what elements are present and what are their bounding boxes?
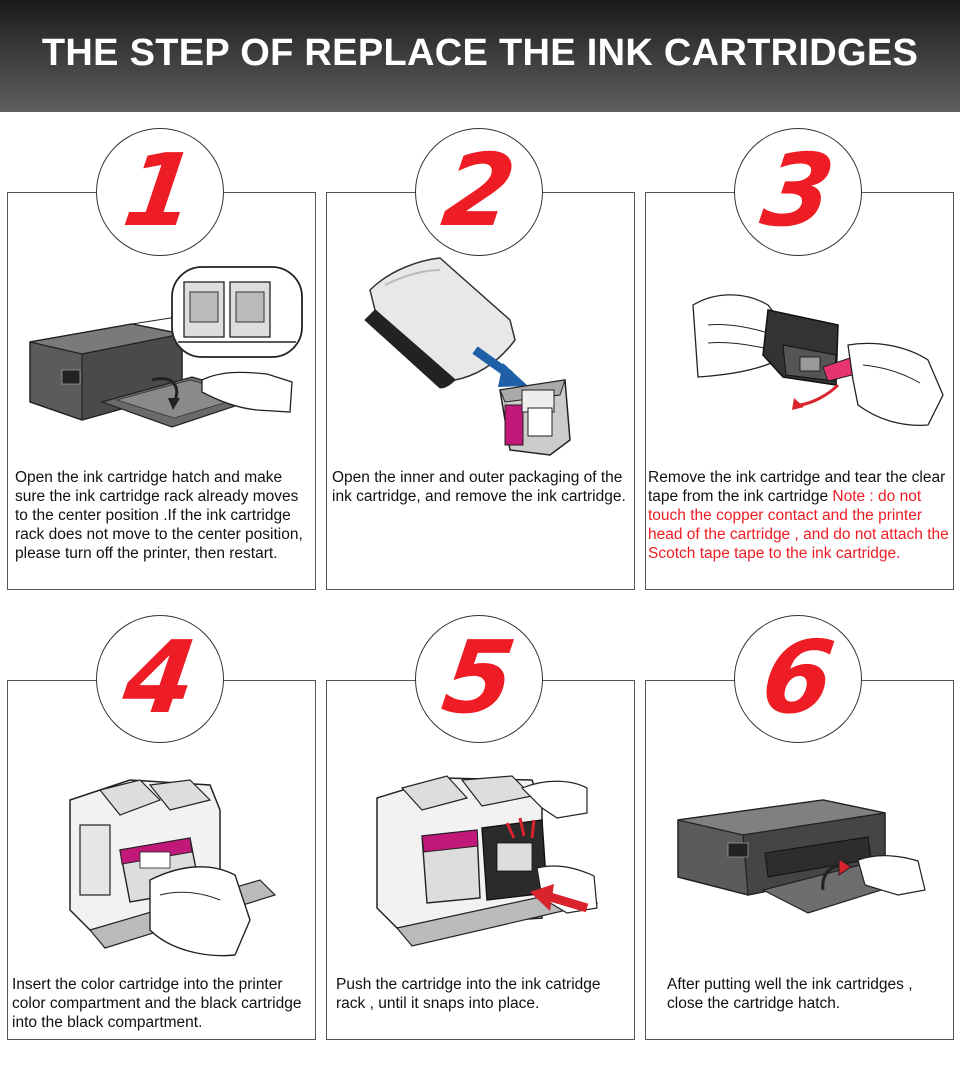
step-number-4: 4 xyxy=(117,619,204,736)
remove-tape-illustration xyxy=(692,294,944,426)
step-caption-1: Open the ink cartridge hatch and make su… xyxy=(15,469,303,562)
step-number-3: 3 xyxy=(755,132,842,249)
step-number-badge-2: 2 xyxy=(415,128,543,256)
step-number-badge-3: 3 xyxy=(734,128,862,256)
title-banner: THE STEP OF REPLACE THE INK CARTRIDGES xyxy=(0,0,960,112)
step-caption-3-note: Note : do not touch the copper contact a… xyxy=(648,488,949,562)
insert-cartridge-illustration xyxy=(69,779,277,957)
step-caption-5: Push the cartridge into the ink catridge… xyxy=(336,976,601,1012)
step-card-3 xyxy=(645,192,954,590)
step-caption-3: Remove the ink cartridge and tear the cl… xyxy=(648,468,954,563)
step-number-2: 2 xyxy=(436,132,523,249)
close-hatch-illustration xyxy=(677,799,926,914)
step-number-badge-1: 1 xyxy=(96,128,224,256)
step-number-1: 1 xyxy=(117,132,204,249)
step-caption-2: Open the inner and outer packaging of th… xyxy=(332,469,626,505)
step-caption-6: After putting well the ink cartridges , … xyxy=(667,976,913,1012)
page-title: THE STEP OF REPLACE THE INK CARTRIDGES xyxy=(41,32,919,74)
step-number-badge-4: 4 xyxy=(96,615,224,743)
step-card-2 xyxy=(326,192,635,590)
step-number-badge-6: 6 xyxy=(734,615,862,743)
step-number-6: 6 xyxy=(755,619,842,736)
step-number-badge-5: 5 xyxy=(415,615,543,743)
step-number-5: 5 xyxy=(436,619,523,736)
cartridge-packaging-illustration xyxy=(364,257,571,456)
printer-open-hatch-illustration xyxy=(29,266,303,428)
push-cartridge-illustration xyxy=(376,775,599,947)
step-caption-3-text: Remove the ink cartridge and tear the cl… xyxy=(648,469,946,505)
step-caption-4: Insert the color cartridge into the prin… xyxy=(12,976,302,1031)
